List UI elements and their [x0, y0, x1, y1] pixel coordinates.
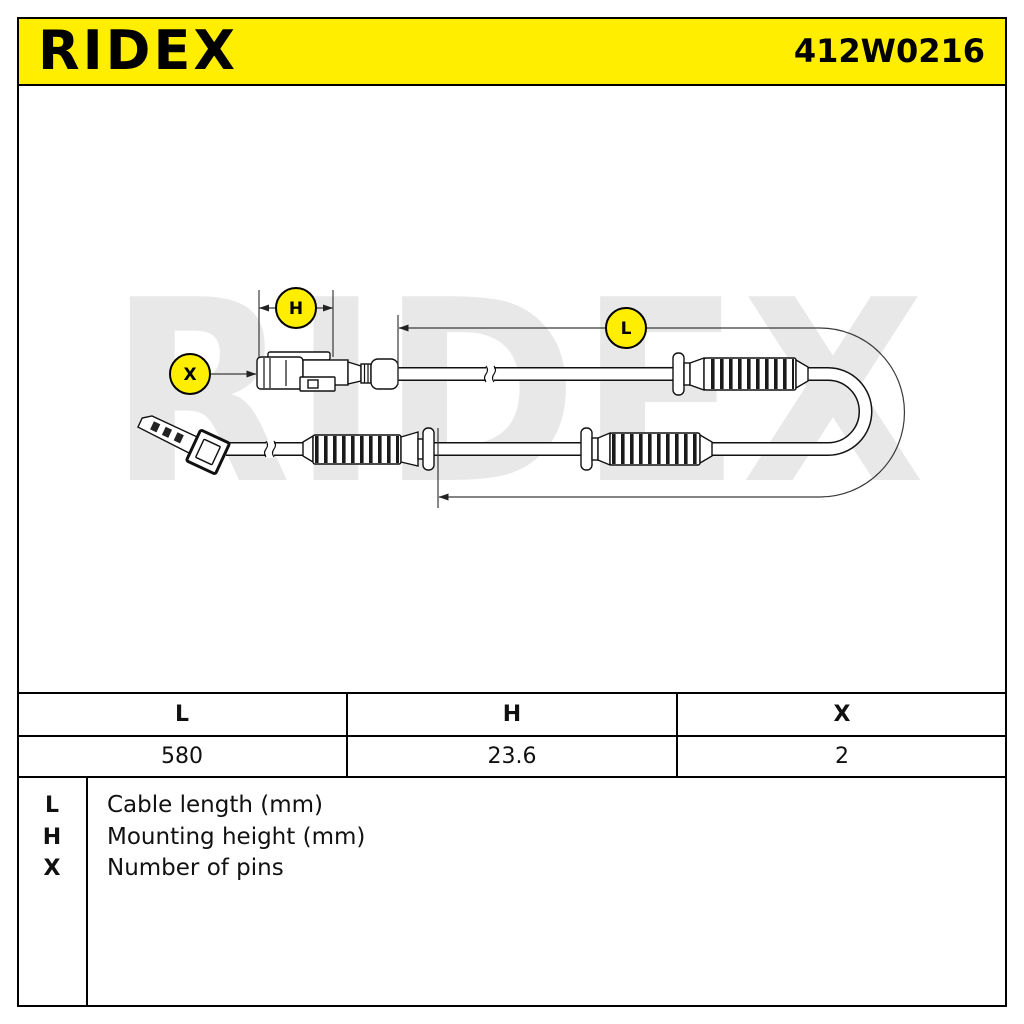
grommet-ribs: [706, 359, 794, 389]
table-column-divider: [346, 693, 348, 777]
legend-label: Number of pins: [107, 855, 284, 881]
plug-taper: [347, 361, 362, 385]
sensor-head: [137, 415, 231, 476]
callout-x-label: X: [183, 365, 196, 385]
header-divider: [17, 84, 1007, 86]
callout-h: H: [275, 287, 317, 329]
grommet-lower-left: [302, 427, 435, 471]
spec-header-pins: X: [833, 702, 851, 727]
legend-key: H: [42, 824, 62, 850]
legend-column-divider: [86, 777, 88, 1007]
grommet-flange: [580, 427, 593, 471]
table-row-divider: [17, 735, 1007, 737]
grommet-ribs: [315, 436, 399, 463]
table-bottom-divider: [17, 776, 1007, 778]
spec-value-length: 580: [161, 744, 203, 769]
callout-h-label: H: [289, 299, 303, 319]
cable-break-mark-upper: [483, 365, 497, 383]
spec-header-length: L: [174, 702, 190, 727]
dimension-l: [397, 315, 906, 508]
callout-l: L: [605, 307, 647, 349]
legend-key: L: [44, 793, 60, 818]
spec-header-height: H: [502, 702, 522, 727]
grommet-flange: [422, 427, 435, 471]
grommet-flange: [672, 352, 685, 396]
grommet-lower-right: [580, 427, 713, 471]
wear-sensor-drawing: RIDEX: [108, 247, 925, 540]
legend-key: X: [43, 856, 61, 881]
brand-logo: RIDEX: [38, 19, 239, 82]
header-band: RIDEX 412W0216: [17, 17, 1007, 85]
watermark-logo: RIDEX: [108, 247, 925, 540]
spec-value-height: 23.6: [487, 744, 537, 769]
grommet-ribs: [612, 434, 698, 464]
sensor-cable: [226, 367, 873, 456]
cable-break-mark-lower: [263, 440, 277, 458]
legend-label: Cable length (mm): [107, 792, 323, 818]
plug-boot: [370, 358, 399, 390]
callout-l-label: L: [621, 319, 632, 339]
connector-plug: [256, 351, 399, 392]
legend-label: Mounting height (mm): [107, 823, 366, 850]
callout-x: X: [169, 353, 211, 395]
table-column-divider: [676, 693, 678, 777]
grommet-upper: [672, 352, 809, 396]
part-number: 412W0216: [793, 32, 985, 70]
plug-collar: [360, 363, 372, 384]
spec-value-pins: 2: [835, 744, 849, 769]
cable-core: [226, 368, 871, 455]
table-top-divider: [17, 692, 1007, 694]
